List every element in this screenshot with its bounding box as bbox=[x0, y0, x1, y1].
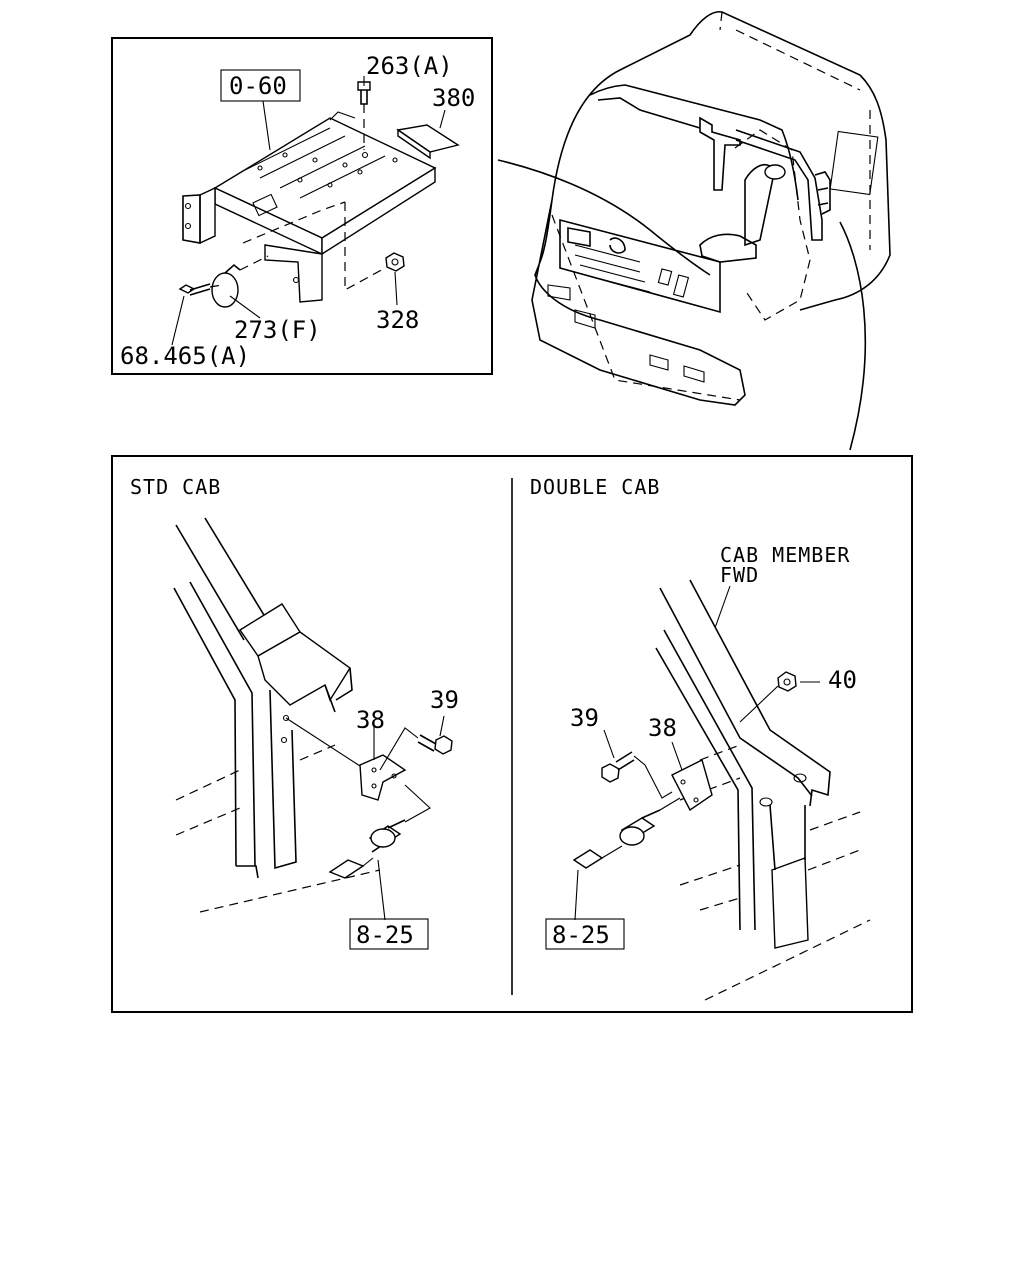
double-cab-section: DOUBLE CAB CAB MEMBER FWD bbox=[530, 475, 871, 1001]
std-ref-box-8-25-label: 8-25 bbox=[356, 921, 414, 949]
std-cab-title: STD CAB bbox=[130, 475, 221, 499]
double-cab-bracket-38 bbox=[671, 758, 713, 812]
callout-263a: 263(A) bbox=[366, 52, 453, 80]
double-cab-title: DOUBLE CAB bbox=[530, 475, 660, 499]
std-cab-switch-8-25 bbox=[328, 784, 431, 879]
std-callout-39: 39 bbox=[430, 686, 459, 714]
callout-68465a: 68.465(A) bbox=[120, 342, 250, 370]
double-callout-39: 39 bbox=[570, 704, 599, 732]
bracket-detail-panel: 0-60 263(A) 380 328 273(F) 68.465(A) bbox=[111, 37, 493, 375]
variants-panel-frame bbox=[111, 455, 913, 1013]
mounting-bracket-drawing bbox=[182, 111, 437, 303]
ref-box-0-60 bbox=[220, 69, 301, 102]
double-ref-box-8-25-label: 8-25 bbox=[552, 921, 610, 949]
double-cab-nut-40 bbox=[739, 671, 797, 723]
double-cab-switch-8-25 bbox=[572, 797, 681, 869]
truck-cab-illustration bbox=[497, 10, 891, 451]
detail-panel-frame bbox=[111, 37, 493, 375]
std-cab-section: STD CAB bbox=[130, 475, 459, 950]
fwd-label: FWD bbox=[720, 563, 759, 587]
double-callout-40: 40 bbox=[828, 666, 857, 694]
nut-328 bbox=[385, 252, 405, 272]
screw-68465 bbox=[178, 283, 223, 296]
cab-variants-panel: STD CAB bbox=[111, 455, 913, 1013]
callout-328: 328 bbox=[376, 306, 419, 334]
std-cab-bracket-38 bbox=[285, 717, 407, 801]
std-callout-38: 38 bbox=[356, 706, 385, 734]
double-cab-bolt-39 bbox=[601, 751, 673, 799]
callout-380: 380 bbox=[432, 84, 475, 112]
std-cab-pillar bbox=[173, 517, 381, 913]
ref-box-0-60-label: 0-60 bbox=[229, 72, 287, 100]
double-ref-box-8-25 bbox=[545, 918, 625, 950]
callout-273f: 273(F) bbox=[234, 316, 321, 344]
std-ref-box-8-25 bbox=[349, 918, 429, 950]
double-callout-38: 38 bbox=[648, 714, 677, 742]
std-cab-bolt-39 bbox=[379, 727, 453, 771]
switch-273 bbox=[211, 255, 269, 308]
cab-member-label: CAB MEMBER bbox=[720, 543, 850, 567]
label-plate-380 bbox=[396, 124, 460, 160]
double-cab-member bbox=[655, 579, 871, 1001]
